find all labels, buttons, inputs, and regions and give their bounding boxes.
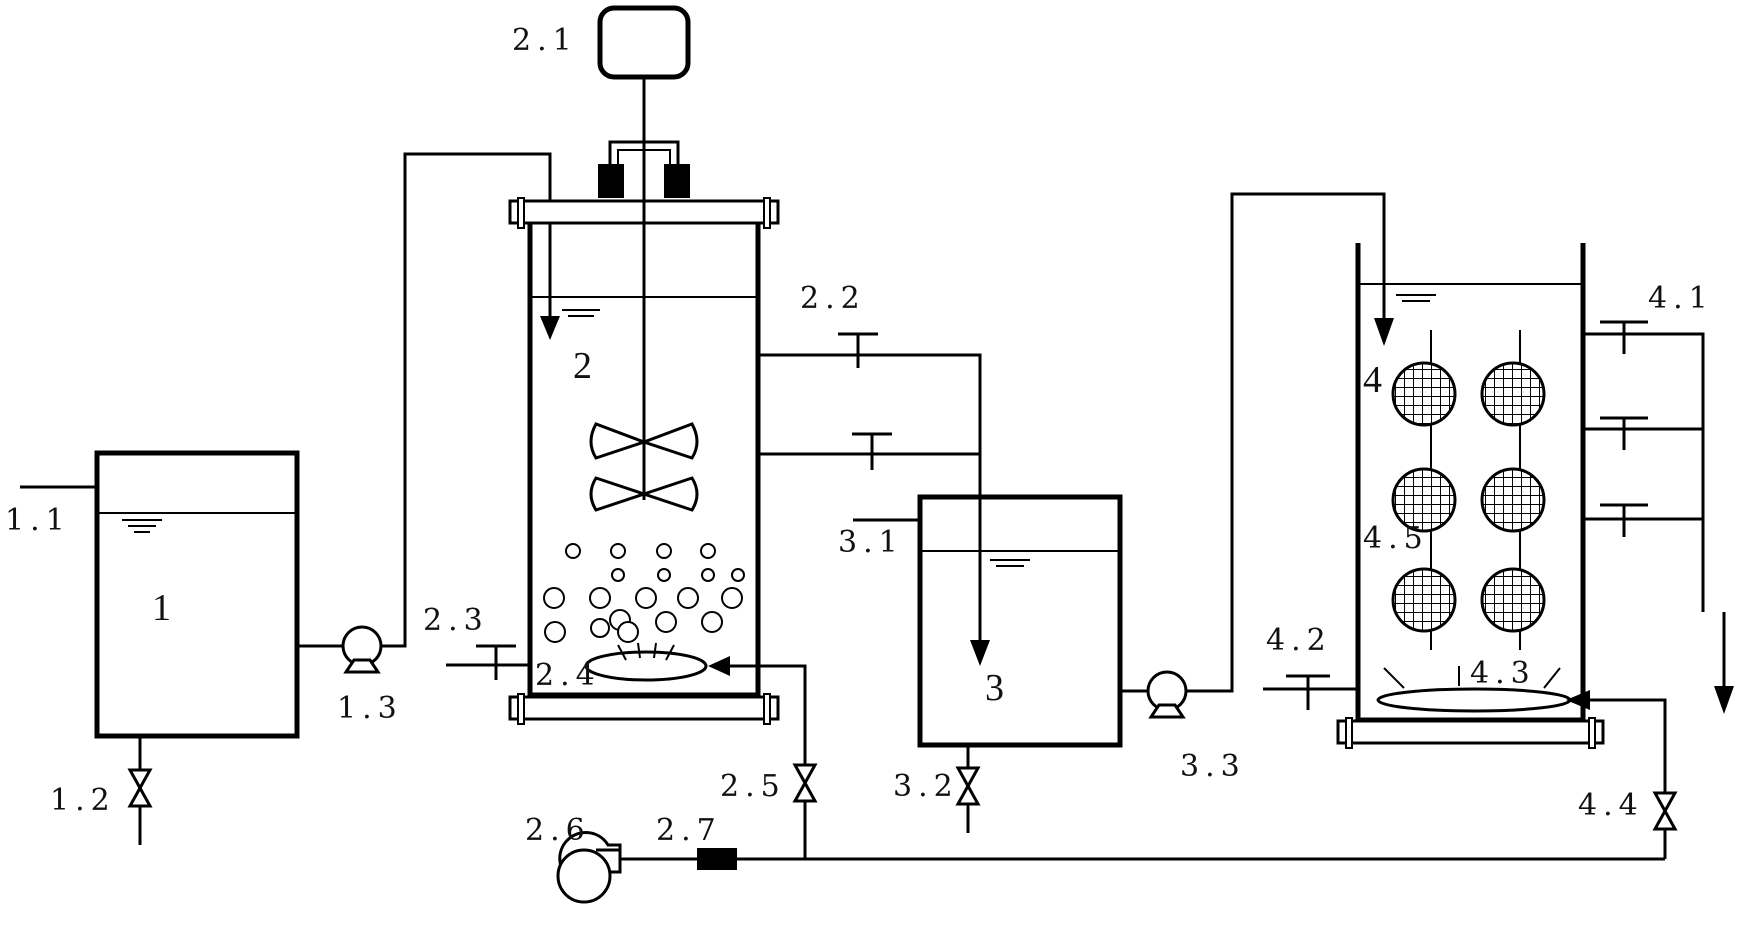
carrier-balls-4-5	[1391, 361, 1546, 633]
bottom-flange	[508, 695, 780, 721]
water-level-symbol	[1396, 294, 1436, 302]
outlet-valve-2-3	[446, 644, 530, 680]
label-4: 4	[1363, 359, 1382, 401]
water-level-symbol	[990, 559, 1030, 567]
outlet-pipes-4-1	[1583, 320, 1734, 714]
drain-valve-3-2	[955, 766, 981, 806]
label-1-1: 1.1	[5, 503, 71, 538]
overflow-pipes-2-2	[758, 332, 990, 666]
pump-3-3	[1146, 670, 1188, 719]
label-3: 3	[985, 667, 1004, 709]
label-2-2: 2.2	[800, 281, 866, 316]
feed-line-to-reactor-4	[1120, 192, 1394, 693]
label-1-3: 1.3	[337, 691, 403, 726]
air-bubbles	[543, 543, 745, 643]
air-valve-4-4	[1652, 791, 1678, 831]
reactor-4	[1336, 243, 1605, 749]
label-4-3: 4.3	[1470, 656, 1536, 691]
impeller-blades	[589, 422, 699, 512]
pump-1-3	[341, 625, 383, 674]
label-2-6: 2.6	[525, 813, 591, 848]
label-2-4: 2.4	[535, 658, 601, 693]
label-1: 1	[152, 587, 171, 629]
drain-valve-1-2	[127, 768, 153, 808]
label-4-4: 4.4	[1578, 788, 1644, 823]
label-3-3: 3.3	[1180, 749, 1246, 784]
blower-2-6	[556, 831, 622, 904]
label-2-3: 2.3	[423, 603, 489, 638]
tank-1	[20, 450, 300, 845]
label-2-7: 2.7	[656, 813, 722, 848]
filter-2-7	[697, 848, 737, 870]
stirrer-shaft	[598, 77, 690, 500]
outlet-valve-4-2	[1263, 674, 1358, 710]
air-inlet-arrow-4	[1566, 690, 1590, 710]
tank-3	[853, 494, 1123, 833]
label-4-5: 4.5	[1363, 521, 1429, 556]
label-2-1: 2.1	[512, 23, 578, 58]
motor-2-1	[597, 5, 691, 80]
label-3-1: 3.1	[838, 525, 904, 560]
water-level-symbol	[562, 309, 600, 317]
label-2-5: 2.5	[720, 769, 786, 804]
water-level-symbol	[122, 519, 162, 533]
bottom-flange	[1336, 719, 1605, 745]
air-valve-2-5	[792, 763, 818, 803]
aerator-2-4	[584, 642, 708, 682]
label-4-1: 4.1	[1648, 281, 1714, 316]
label-3-2: 3.2	[893, 769, 959, 804]
label-2: 2	[573, 345, 592, 387]
air-inlet-arrow	[708, 656, 730, 676]
label-4-2: 4.2	[1266, 623, 1332, 658]
labels: 1 1.1 1.2 1.3 2 2.1 2.2 2.3 2.4 2.5 2.6 …	[5, 23, 1714, 848]
label-1-2: 1.2	[50, 783, 116, 818]
